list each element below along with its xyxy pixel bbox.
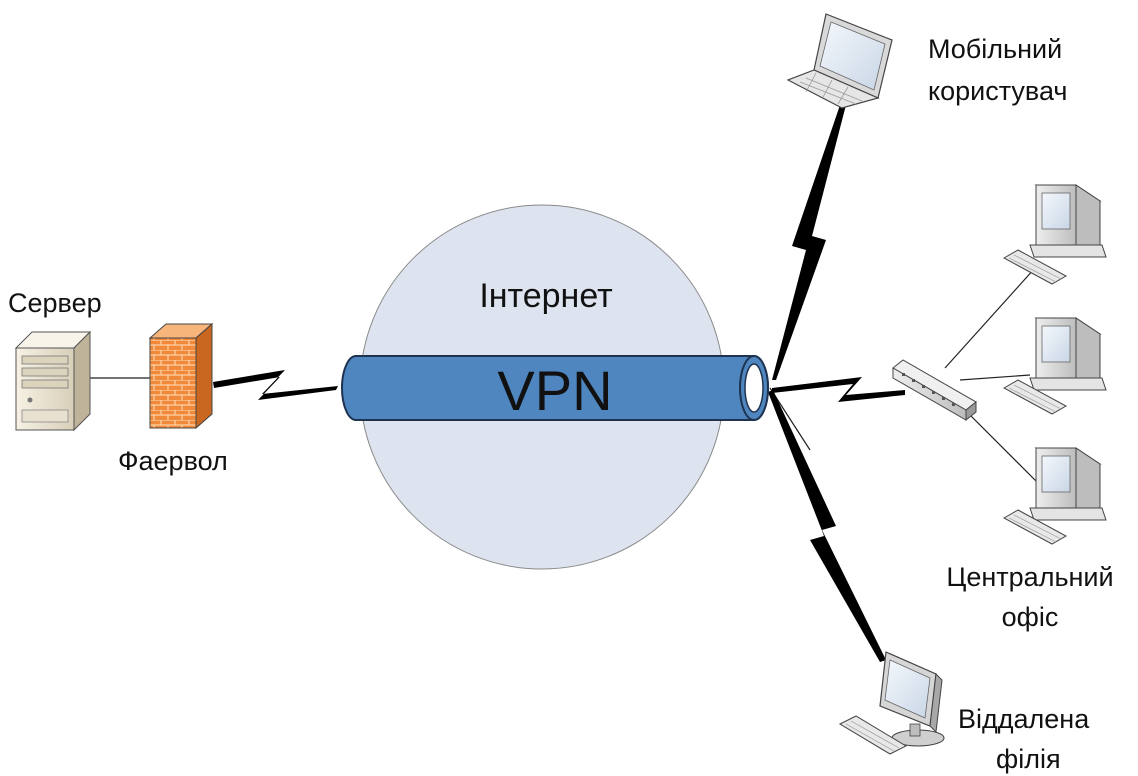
mobile-user-label-line2: користувач (928, 76, 1067, 106)
switch-icon (892, 359, 977, 422)
keyboard-icon (1002, 249, 1068, 285)
central-office-label-line2: офіс (1002, 602, 1059, 632)
firewall-icon (148, 322, 214, 430)
desktop-icon (1029, 317, 1107, 391)
desktop-icon (1029, 447, 1107, 521)
keyboard-icon (1002, 509, 1068, 545)
keyboard-icon (838, 715, 908, 755)
server-label: Сервер (8, 288, 102, 318)
internet-label: Інтернет (479, 277, 612, 315)
vpn-tunnel (341, 355, 769, 421)
desktop-icon (1029, 184, 1107, 258)
lightning-mobile (772, 105, 846, 380)
vpn-label: VPN (497, 359, 612, 422)
mobile-user-label-line1: Мобільний (928, 34, 1062, 64)
firewall-label: Фаервол (118, 446, 228, 476)
keyboard-icon (1002, 379, 1068, 415)
remote-branch-label-line2: філія (996, 744, 1061, 774)
central-office-label-line1: Центральний (946, 562, 1113, 592)
remote-branch-label-line1: Віддалена (958, 704, 1090, 734)
wireless-links (213, 105, 905, 662)
server-icon (14, 330, 92, 432)
monitor-icon (879, 651, 945, 747)
lightning-branch (768, 390, 886, 662)
lightning-firewall (213, 370, 338, 400)
laptop-icon (786, 13, 893, 109)
lightning-central (772, 377, 905, 402)
